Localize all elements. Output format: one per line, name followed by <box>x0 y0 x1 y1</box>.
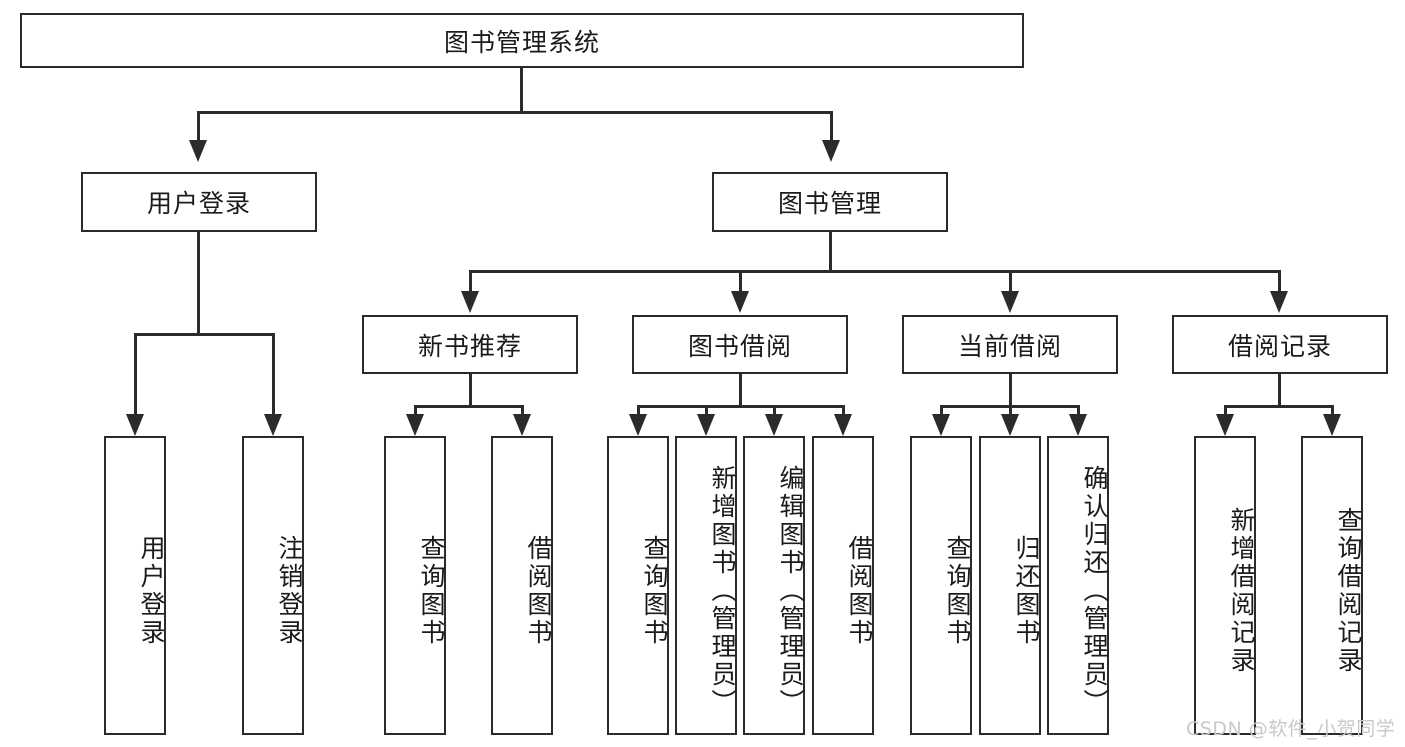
arrowhead-new-book-recommend <box>461 291 479 313</box>
node-label: 借阅图书 <box>524 534 553 647</box>
node-label: 新增图书（管理员） <box>708 464 737 717</box>
node-label: 查询借阅记录 <box>1334 506 1363 675</box>
node-leaf-query-book-1[interactable]: 查询图书 <box>384 436 446 735</box>
node-label: 借阅图书 <box>845 534 874 647</box>
node-leaf-user-login[interactable]: 用户登录 <box>104 436 166 735</box>
connector-br-drop-2 <box>1331 405 1334 415</box>
connector-nbr-drop-2 <box>521 405 524 415</box>
connector-bb-drop-1 <box>637 405 640 415</box>
connector-root-drop-left <box>197 111 200 141</box>
node-new-book-recommend[interactable]: 新书推荐 <box>362 315 578 374</box>
node-label: 归还图书 <box>1012 534 1041 647</box>
arrowhead-leaf-edit-book <box>765 414 783 436</box>
arrowhead-leaf-borrow-book-1 <box>513 414 531 436</box>
connector-level2-drop-1 <box>469 270 472 292</box>
connector-br-stem <box>1278 374 1281 406</box>
connector-cb-drop-3 <box>1077 405 1080 415</box>
connector-user-login-bar <box>134 333 275 336</box>
arrowhead-leaf-return-book <box>1001 414 1019 436</box>
connector-br-drop-1 <box>1224 405 1227 415</box>
connector-cb-drop-1 <box>940 405 943 415</box>
node-label: 编辑图书（管理员） <box>776 464 805 717</box>
arrowhead-leaf-query-book-2 <box>629 414 647 436</box>
connector-bb-drop-4 <box>842 405 845 415</box>
node-leaf-edit-book[interactable]: 编辑图书（管理员） <box>743 436 805 735</box>
arrowhead-leaf-add-book <box>697 414 715 436</box>
connector-level2-drop-4 <box>1278 270 1281 292</box>
node-leaf-return-book[interactable]: 归还图书 <box>979 436 1041 735</box>
connector-root-bar <box>197 111 833 114</box>
connector-root-stem <box>520 68 523 112</box>
connector-level2-drop-3 <box>1009 270 1012 292</box>
arrowhead-book-borrow <box>731 291 749 313</box>
arrowhead-leaf-user-login <box>126 414 144 436</box>
connector-bb-bar <box>637 405 845 408</box>
arrowhead-current-borrow <box>1001 291 1019 313</box>
node-label: 查询图书 <box>943 534 972 647</box>
arrowhead-leaf-borrow-book-2 <box>834 414 852 436</box>
node-label: 用户登录 <box>137 534 166 647</box>
node-label: 图书管理 <box>777 189 882 218</box>
connector-br-bar <box>1224 405 1334 408</box>
node-label: 图书管理系统 <box>443 27 600 57</box>
node-current-borrow[interactable]: 当前借阅 <box>902 315 1118 374</box>
connector-nbr-drop-1 <box>414 405 417 415</box>
node-book-management[interactable]: 图书管理 <box>712 172 948 232</box>
arrowhead-to-book-management <box>822 140 840 162</box>
node-leaf-confirm-return[interactable]: 确认归还（管理员） <box>1047 436 1109 735</box>
connector-user-login-stem <box>197 232 200 334</box>
arrowhead-leaf-confirm-return <box>1069 414 1087 436</box>
csdn-watermark: CSDN @软件_小贺同学 <box>1186 718 1396 740</box>
node-leaf-borrow-book-1[interactable]: 借阅图书 <box>491 436 553 735</box>
node-book-borrow[interactable]: 图书借阅 <box>632 315 848 374</box>
node-borrow-record[interactable]: 借阅记录 <box>1172 315 1388 374</box>
arrowhead-to-user-login <box>189 140 207 162</box>
connector-level2-bar <box>469 270 1281 273</box>
arrowhead-borrow-record <box>1270 291 1288 313</box>
node-label: 确认归还（管理员） <box>1080 464 1109 717</box>
node-label: 注销登录 <box>275 534 304 647</box>
connector-cb-stem <box>1009 374 1012 406</box>
node-label: 当前借阅 <box>957 331 1062 361</box>
node-label: 新增借阅记录 <box>1227 506 1256 675</box>
connector-level2-drop-2 <box>739 270 742 292</box>
arrowhead-leaf-query-book-3 <box>932 414 950 436</box>
arrowhead-leaf-add-record <box>1216 414 1234 436</box>
node-leaf-add-record[interactable]: 新增借阅记录 <box>1194 436 1256 735</box>
arrowhead-leaf-query-book-1 <box>406 414 424 436</box>
node-label: 用户登录 <box>146 189 251 218</box>
node-label: 查询图书 <box>640 534 669 647</box>
node-leaf-borrow-book-2[interactable]: 借阅图书 <box>812 436 874 735</box>
arrowhead-leaf-logout-login <box>264 414 282 436</box>
connector-nbr-stem <box>469 374 472 406</box>
connector-book-management-stem <box>829 232 832 272</box>
node-user-login[interactable]: 用户登录 <box>81 172 317 232</box>
node-leaf-logout-login[interactable]: 注销登录 <box>242 436 304 735</box>
connector-root-drop-right <box>830 111 833 141</box>
connector-cb-drop-2 <box>1009 405 1012 415</box>
connector-bb-drop-2 <box>705 405 708 415</box>
node-leaf-query-book-2[interactable]: 查询图书 <box>607 436 669 735</box>
node-leaf-add-book[interactable]: 新增图书（管理员） <box>675 436 737 735</box>
node-root-book-management-system[interactable]: 图书管理系统 <box>20 13 1024 68</box>
connector-nbr-bar <box>414 405 524 408</box>
arrowhead-leaf-query-record <box>1323 414 1341 436</box>
node-label: 借阅记录 <box>1227 331 1332 361</box>
node-leaf-query-record[interactable]: 查询借阅记录 <box>1301 436 1363 735</box>
node-leaf-query-book-3[interactable]: 查询图书 <box>910 436 972 735</box>
connector-bb-drop-3 <box>773 405 776 415</box>
connector-user-login-drop-1 <box>134 333 137 415</box>
node-label: 查询图书 <box>417 534 446 647</box>
connector-user-login-drop-2 <box>272 333 275 415</box>
node-label: 新书推荐 <box>417 331 522 361</box>
node-label: 图书借阅 <box>687 331 792 361</box>
connector-bb-stem <box>739 374 742 406</box>
